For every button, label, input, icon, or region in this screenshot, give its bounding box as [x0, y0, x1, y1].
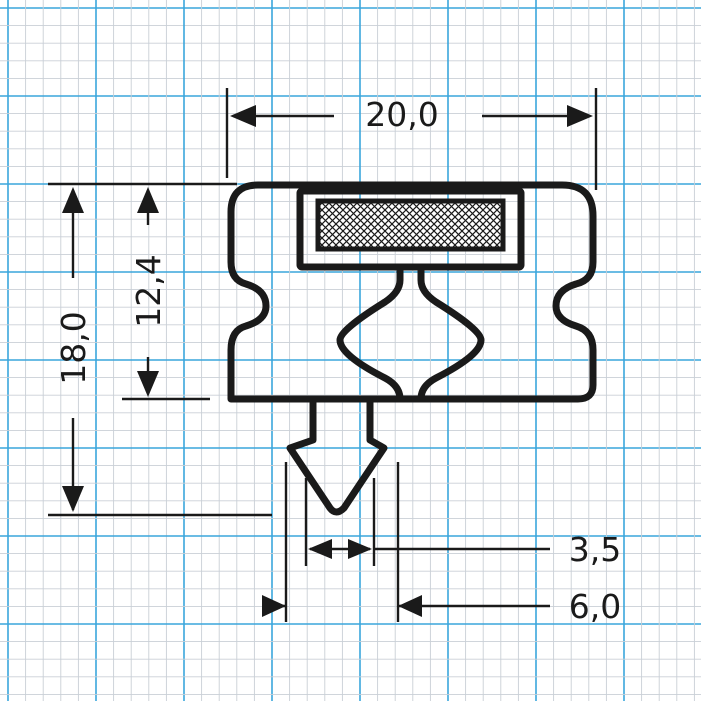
dimension-lines	[48, 88, 598, 622]
tip-width-dimension-label: 6,0	[569, 587, 621, 626]
magnet-insert	[315, 198, 506, 252]
right-bellows-fold	[417, 263, 485, 403]
gasket-profile	[227, 181, 597, 516]
width-dimension-label: 20,0	[365, 95, 438, 134]
height-dimension-label: 18,0	[54, 311, 93, 384]
tongue-width-dimension-label: 3,5	[569, 530, 621, 569]
left-bellows-fold	[336, 263, 404, 403]
gasket-body-outline	[227, 181, 597, 403]
base-height-dimension-label: 12,4	[129, 254, 168, 327]
dart-tongue	[286, 395, 388, 516]
magnet-chamber	[296, 187, 525, 271]
